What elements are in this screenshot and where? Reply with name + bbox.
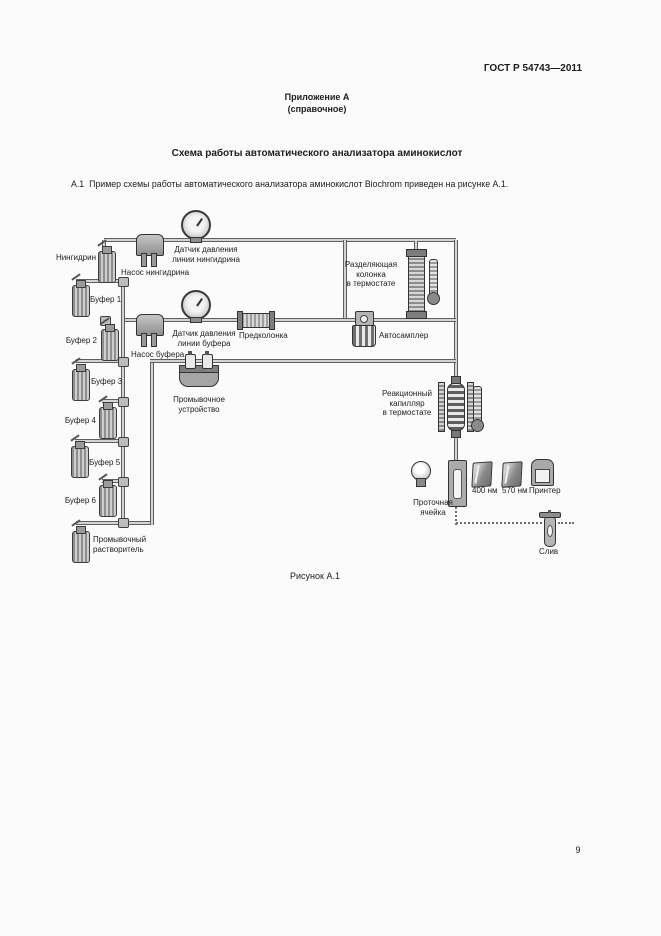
pipe-fitting [118,437,129,447]
pipe-segment [102,240,106,248]
reaction-capillary-coil-icon [438,376,474,438]
pipe-segment [454,240,458,385]
thermometer-icon [427,259,440,305]
pipe-fitting [118,277,129,287]
label-buffer-3: Буфер 3 [91,377,123,386]
label-wash-solvent: Промывочный растворитель [93,535,147,554]
label-wash-device: Промывочное устройство [173,395,225,414]
label-buffer-1: Буфер 1 [90,295,122,304]
tap-body [544,517,556,547]
ninhydrin-pressure-gauge-icon [181,210,211,243]
label-ninhydrin-pump: Насос нингидрина [121,268,190,277]
section-title: Схема работы автоматического анализатора… [171,148,463,159]
buffer6-bottle-icon [99,485,117,517]
label-buffer-4: Буфер 4 [64,416,96,425]
buffer1-bottle-icon [72,285,90,317]
lamp-icon [411,461,431,487]
flow-cell-icon [448,460,467,507]
pipe-segment-dotted [456,522,542,524]
label-autosampler: Автосамплер [379,331,429,340]
separation-column-icon [406,249,427,319]
autosampler-icon [352,311,376,347]
pipe-segment [343,240,347,320]
buffer-pressure-gauge-icon [181,290,211,323]
pipe-segment [102,479,125,483]
thermometer-icon [471,386,484,432]
ninhydrin-bottle-icon [98,251,116,283]
label-reaction-capillary: Реакционный капилляр в термостате [382,389,432,418]
pipe-segment [150,359,456,363]
ninhydrin-pump-icon [136,234,164,267]
pipe-fitting [118,477,129,487]
label-buffer-5: Буфер 5 [89,458,121,467]
appendix-heading: Приложение А [284,92,350,102]
pipe-segment [414,241,418,254]
label-precolumn: Предколонка [239,331,288,340]
pipe-fitting [118,357,129,367]
label-buffer-pressure: Датчик давления линии буфера [172,329,236,348]
label-ninhydrin: Нингидрин [55,253,96,262]
detector-570nm-icon [501,461,523,488]
label-buffer-pump: Насос буфера [131,350,185,359]
label-printer: Принтер [529,486,561,495]
precolumn-icon [237,311,275,330]
label-detector-2: 570 нм [502,486,528,495]
coil-cap [451,376,461,384]
figure-caption: Рисунок А.1 [290,571,340,581]
pipe-segment [102,399,125,403]
label-buffer-6: Буфер 6 [64,496,96,505]
pipe-fitting [118,518,129,528]
buffer-pump-icon [136,314,164,347]
appendix-type: (справочное) [287,104,347,114]
pipe-segment [76,521,154,525]
page-number: 9 [575,845,581,855]
pipe-segment [150,359,154,525]
printer-icon [531,459,554,486]
wash-solvent-bottle-icon [72,531,90,563]
buffer4-bottle-icon [99,407,117,439]
doc-header: ГОСТ Р 54743—2011 [483,63,582,74]
pipe-fitting [118,397,129,407]
wash-device-post [185,351,196,369]
pipe-segment [104,238,456,242]
wash-device-icon [179,351,219,387]
label-drain: Слив [539,547,559,556]
autosampler-head [355,311,374,326]
autosampler-vials [352,325,376,347]
wash-device-post [202,351,213,369]
label-ninhydrin-pressure: Датчик давления линии нингидрина [172,245,240,264]
label-flow-cell: Проточная ячейка [413,498,453,517]
body-paragraph: А.1 Пример схемы работы автоматического … [71,179,509,189]
buffer2-bottle-icon [101,329,119,361]
drain-tap-icon [539,509,561,547]
buffer3-bottle-icon [72,369,90,401]
pipe-segment-dotted [558,522,574,524]
detector-440nm-icon [471,461,493,488]
buffer5-bottle-icon [71,446,89,478]
label-buffer-2: Буфер 2 [65,336,97,345]
pipe-segment-dotted [455,503,457,525]
label-separation-column: Разделяющая колонка в термостате [344,260,398,289]
label-detector-1: 400 нм [472,486,498,495]
pipe-segment [454,429,458,462]
pipe-segment [121,318,456,322]
coil-cap [451,430,461,438]
pipe-segment [75,439,125,443]
